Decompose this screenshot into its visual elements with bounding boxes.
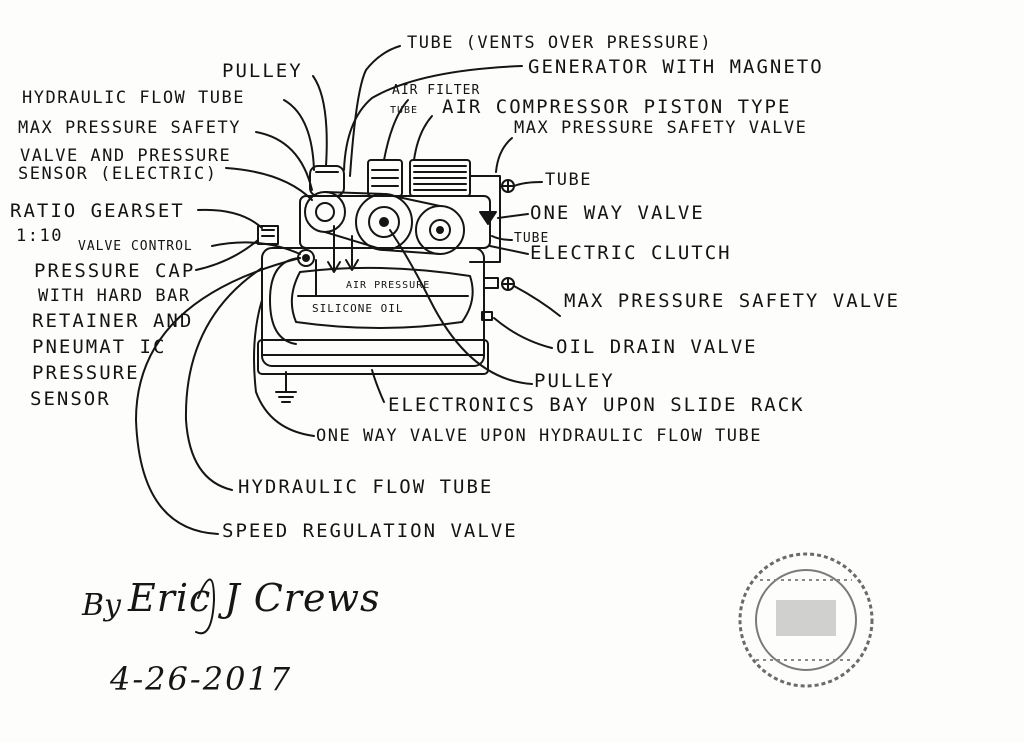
stamp-inner-ring: [755, 569, 857, 671]
label-pulley-bottom: PULLEY: [534, 370, 615, 392]
compressor-tube: [469, 175, 501, 263]
air-filter-ribs: [371, 169, 399, 187]
leader-tube-vents: [349, 45, 401, 177]
stamp-center-block: [776, 600, 836, 636]
leader-mid-safety: [513, 285, 561, 317]
safety-valve-top-cross: [501, 179, 515, 193]
flow-arrow-2: [345, 259, 359, 271]
leader-pulley-top: [312, 75, 328, 167]
pulley-left-hub: [315, 202, 335, 222]
leader-generator: [343, 65, 523, 171]
leader-oil-drain: [493, 317, 553, 349]
label-retainer-and: RETAINER AND: [32, 310, 194, 332]
leader-max-pressure-right: [495, 137, 513, 173]
leader-pulley-bottom: [389, 229, 533, 385]
signature-name: Eric J Crews: [128, 576, 381, 620]
leader-tube-right: [513, 181, 543, 187]
valve-control-hub: [302, 254, 310, 262]
pulley-right-inner: [429, 219, 451, 241]
stamp-text-marks: [756, 579, 852, 661]
label-electric-clutch: ELECTRIC CLUTCH: [530, 242, 732, 264]
leader-speed-regulation: [135, 257, 301, 535]
compressor-fins: [413, 165, 467, 191]
label-max-pressure-safety-valve-mid: MAX PRESSURE SAFETY VALVE: [564, 290, 900, 312]
leader-hydraulic-bottom: [184, 267, 263, 491]
leader-one-way-hydraulic: [253, 299, 315, 437]
label-speed-regulation-valve: SPEED REGULATION VALVE: [222, 520, 518, 542]
label-air-compressor: AIR COMPRESSOR PISTON TYPE: [442, 96, 792, 118]
label-with-hard-bar: WITH HARD BAR: [38, 286, 191, 306]
label-air-pressure: AIR PRESSURE: [346, 280, 431, 291]
oil-drain-valve: [481, 311, 493, 321]
pulley-right-hub: [436, 226, 444, 234]
label-tube-right-2: TUBE: [514, 231, 550, 246]
leader-valve-control: [211, 241, 301, 255]
stamp-outer-ring: [738, 552, 874, 688]
one-way-valve-right: [479, 211, 497, 225]
label-pressure-cap: PRESSURE CAP: [34, 260, 196, 282]
label-tube-small: TUBE: [390, 105, 419, 116]
leader-air-compressor: [413, 115, 433, 161]
leader-hydraulic-top: [283, 99, 315, 171]
label-electronics-bay: ELECTRONICS BAY UPON SLIDE RACK: [388, 394, 805, 416]
label-one-way-valve-right: ONE WAY VALVE: [530, 202, 705, 224]
label-oil-drain-valve: OIL DRAIN VALVE: [556, 336, 758, 358]
mid-safety-valve: [483, 277, 499, 289]
drive-belt: [324, 191, 441, 255]
label-valve-control: VALVE CONTROL: [78, 239, 193, 254]
leader-one-way-right: [497, 213, 529, 219]
label-pneumatic: PNEUMAT IC: [32, 336, 167, 358]
leader-max-pressure-left: [255, 131, 313, 191]
label-tube-vents: TUBE (VENTS OVER PRESSURE): [407, 33, 713, 53]
signature-date: 4-26-2017: [110, 660, 293, 698]
label-hydraulic-flow-tube-top: HYDRAULIC FLOW TUBE: [22, 88, 245, 108]
label-tube-right: TUBE: [545, 170, 592, 190]
leader-sensor: [225, 167, 313, 201]
ground-symbol: [275, 371, 297, 403]
leader-electronics: [371, 369, 385, 403]
label-sensor-electric: SENSOR (ELECTRIC): [18, 164, 218, 184]
signature-flourish: [195, 578, 215, 635]
leader-pressure-cap: [195, 239, 259, 271]
label-one-way-valve-hydraulic: ONE WAY VALVE UPON HYDRAULIC FLOW TUBE: [316, 426, 762, 446]
label-ratio: 1:10: [16, 226, 63, 246]
label-pulley-top: PULLEY: [222, 60, 303, 82]
label-sensor: SENSOR: [30, 388, 111, 410]
pressure-chamber: [290, 266, 474, 329]
pressure-cap-bar: [261, 229, 275, 237]
label-max-pressure-safety-valve-top: MAX PRESSURE SAFETY VALVE: [514, 118, 808, 138]
leader-tube-right-2: [491, 235, 513, 241]
leader-clutch: [489, 245, 529, 255]
label-valve-and-pressure: VALVE AND PRESSURE: [20, 146, 232, 166]
pulley-center-inner: [368, 206, 400, 238]
label-ratio-gear-set: RATIO GEARSET: [10, 200, 185, 222]
label-pressure: PRESSURE: [32, 362, 140, 384]
flow-arrow-1: [327, 261, 341, 273]
leader-ratio-gear: [197, 208, 263, 229]
pulley-center-hub: [379, 217, 389, 227]
signature-by: By: [82, 588, 121, 623]
compressor-cylinder: [409, 159, 471, 197]
mid-safety-valve-cross: [501, 277, 515, 291]
leader-air-filter: [383, 99, 409, 161]
label-silicone-oil: SILICONE OIL: [312, 302, 404, 315]
label-max-pressure-safety: MAX PRESSURE SAFETY: [18, 118, 241, 138]
label-hydraulic-flow-tube-bottom: HYDRAULIC FLOW TUBE: [238, 476, 494, 498]
label-air-filter: AIR FILTER: [392, 83, 481, 98]
label-generator: GENERATOR WITH MAGNETO: [528, 56, 824, 78]
